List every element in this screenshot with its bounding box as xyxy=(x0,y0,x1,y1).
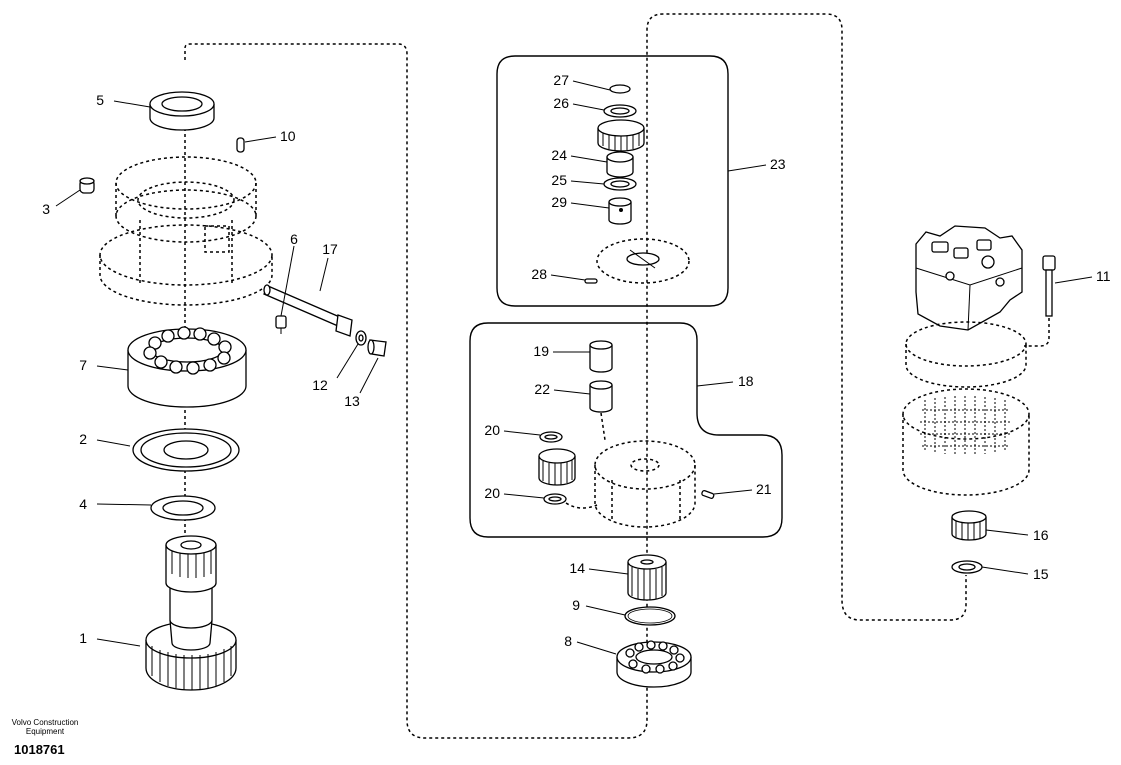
part-14-sun-gear xyxy=(627,554,667,601)
callout-15: 15 xyxy=(1033,566,1049,582)
part-16-gear xyxy=(951,510,987,541)
part-22-bushing xyxy=(589,380,613,413)
document-number: 1018761 xyxy=(14,742,65,757)
callout-29: 29 xyxy=(551,194,567,210)
callout-8: 8 xyxy=(564,633,572,649)
part-2-plate xyxy=(132,428,240,472)
callout-18: 18 xyxy=(738,373,754,389)
callout-3: 3 xyxy=(42,201,50,217)
callout-13: 13 xyxy=(344,393,360,409)
callout-24: 24 xyxy=(551,147,567,163)
part-6-fitting xyxy=(275,315,287,334)
part-4-washer xyxy=(150,495,216,521)
part-24-bushing xyxy=(606,151,634,178)
callout-25: 25 xyxy=(551,172,567,188)
part-8-ball-bearing xyxy=(616,640,692,688)
callout-14: 14 xyxy=(569,560,585,576)
callout-10: 10 xyxy=(280,128,296,144)
part-5-seal xyxy=(149,91,215,131)
part-12-washer xyxy=(355,330,367,346)
part-11-bolt xyxy=(1024,255,1056,347)
group-box-23 xyxy=(496,55,729,307)
callout-16: 16 xyxy=(1033,527,1049,543)
part-1-drive-shaft xyxy=(145,535,237,691)
part-17-shaft xyxy=(263,284,353,337)
part-20-washer-upper xyxy=(539,431,563,443)
part-3-plug xyxy=(79,177,95,194)
callout-21: 21 xyxy=(756,481,772,497)
part-13-plug xyxy=(367,339,387,357)
leader-lines xyxy=(55,80,1093,655)
part-21-pin xyxy=(701,489,715,499)
carrier-lower-hidden xyxy=(565,412,696,528)
part-28-pin xyxy=(584,278,598,284)
callout-20-upper: 20 xyxy=(484,422,500,438)
part-29-pin xyxy=(608,197,632,225)
brand-line-1: Volvo Construction xyxy=(11,718,79,727)
assembly-path-line xyxy=(184,13,967,739)
part-7-roller-bearing xyxy=(127,326,247,408)
callout-19: 19 xyxy=(533,343,549,359)
planet-gear-lower xyxy=(538,448,576,486)
callout-22: 22 xyxy=(534,381,550,397)
callout-20-lower: 20 xyxy=(484,485,500,501)
callout-1: 1 xyxy=(79,630,87,646)
housing-hidden-outline xyxy=(99,156,273,306)
callout-7: 7 xyxy=(79,357,87,373)
part-26-washer xyxy=(603,104,637,118)
part-27-ring xyxy=(609,84,631,94)
callout-26: 26 xyxy=(553,95,569,111)
callout-12: 12 xyxy=(312,377,328,393)
callout-27: 27 xyxy=(553,72,569,88)
part-20-washer-lower xyxy=(543,493,567,505)
callout-5: 5 xyxy=(96,92,104,108)
callout-6: 6 xyxy=(290,231,298,247)
carrier-upper-hidden xyxy=(596,238,690,284)
part-9-snap-ring xyxy=(624,606,676,626)
group-box-18 xyxy=(469,322,783,538)
planet-gear-upper xyxy=(597,119,645,152)
callout-4: 4 xyxy=(79,496,87,512)
part-25-washer xyxy=(603,177,637,191)
brand-line-2: Equipment xyxy=(25,727,65,736)
part-19-pin xyxy=(589,340,613,373)
callout-17: 17 xyxy=(322,241,338,257)
callout-9: 9 xyxy=(572,597,580,613)
callout-11: 11 xyxy=(1096,268,1111,284)
swing-motor xyxy=(902,225,1030,496)
callout-28: 28 xyxy=(531,266,547,282)
part-15-washer xyxy=(951,560,983,574)
part-10-pin xyxy=(236,137,245,153)
callout-labels: 1 2 3 4 5 6 7 8 9 10 11 12 13 14 15 16 1… xyxy=(42,72,1111,649)
callout-2: 2 xyxy=(79,431,87,447)
brand-caption: Volvo Construction Equipment xyxy=(4,718,86,736)
callout-23: 23 xyxy=(770,156,786,172)
